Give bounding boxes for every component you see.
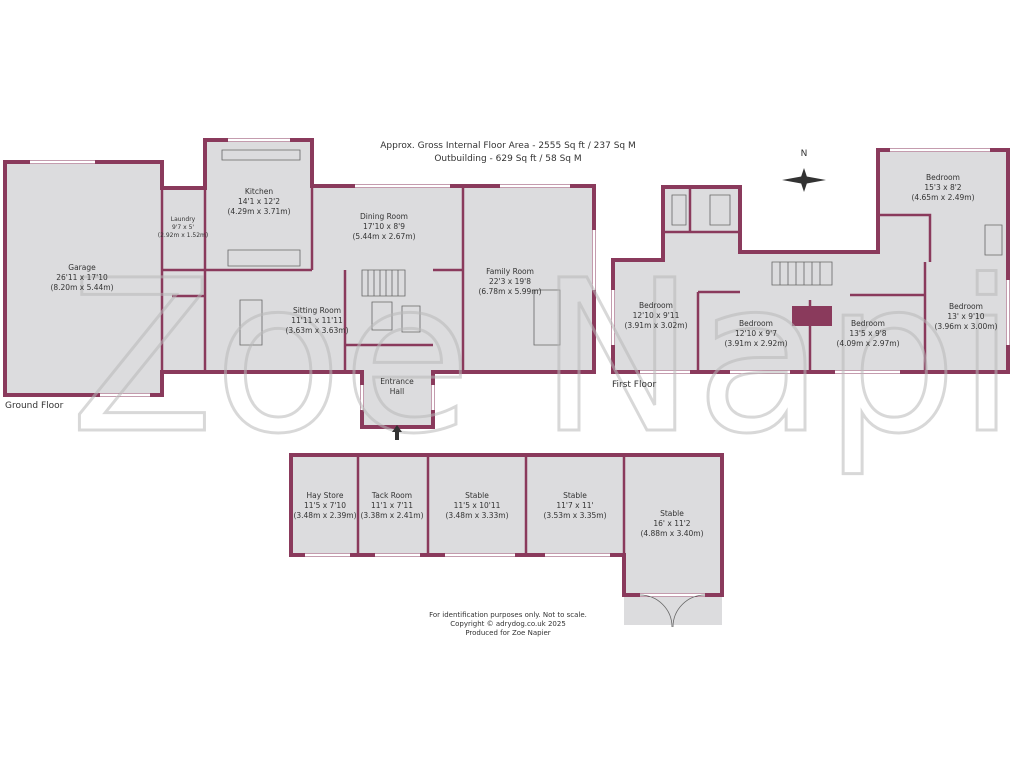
svg-text:Bedroom: Bedroom	[851, 319, 885, 328]
svg-text:(4.88m x 3.40m): (4.88m x 3.40m)	[640, 529, 703, 538]
svg-text:(4.65m x 2.49m): (4.65m x 2.49m)	[911, 193, 974, 202]
svg-text:15'3 x 8'2: 15'3 x 8'2	[924, 183, 961, 192]
svg-text:Family Room: Family Room	[486, 267, 534, 276]
room-family: Family Room 22'3 x 19'8 (6.78m x 5.99m)	[478, 267, 541, 296]
svg-text:9'7 x 5': 9'7 x 5'	[172, 224, 194, 231]
room-stable-1: Stable 11'5 x 10'11 (3.48m x 3.33m)	[445, 491, 508, 520]
svg-text:11'7 x 11': 11'7 x 11'	[556, 501, 593, 510]
room-bedroom-5: Bedroom 13' x 9'10 (3.96m x 3.00m)	[934, 302, 997, 331]
area-total-label: Approx. Gross Internal Floor Area - 2555…	[380, 141, 636, 151]
room-kitchen: Kitchen 14'1 x 12'2 (4.29m x 3.71m)	[227, 187, 290, 216]
area-outbuilding-label: Outbuilding - 629 Sq ft / 58 Sq M	[434, 154, 581, 164]
room-stable-3: Stable 16' x 11'2 (4.88m x 3.40m)	[640, 509, 703, 538]
svg-text:11'5 x 10'11: 11'5 x 10'11	[454, 501, 501, 510]
svg-text:Hay Store: Hay Store	[307, 491, 344, 500]
copyright-text: Copyright © adrydog.co.uk 2025	[450, 620, 566, 628]
svg-text:(5.44m x 2.67m): (5.44m x 2.67m)	[352, 232, 415, 241]
svg-text:Bedroom: Bedroom	[639, 301, 673, 310]
svg-text:11'5 x 7'10: 11'5 x 7'10	[304, 501, 346, 510]
svg-text:(3.91m x 2.92m): (3.91m x 2.92m)	[724, 339, 787, 348]
room-stable-2: Stable 11'7 x 11' (3.53m x 3.35m)	[543, 491, 606, 520]
svg-text:Sitting Room: Sitting Room	[293, 306, 341, 315]
svg-text:(3.63m x 3.63m): (3.63m x 3.63m)	[285, 326, 348, 335]
svg-text:Entrance: Entrance	[380, 377, 414, 386]
svg-text:Hall: Hall	[390, 387, 404, 396]
svg-text:(3.48m x 2.39m): (3.48m x 2.39m)	[293, 511, 356, 520]
svg-text:Tack Room: Tack Room	[371, 491, 412, 500]
svg-text:22'3 x 19'8: 22'3 x 19'8	[489, 277, 531, 286]
svg-text:Garage: Garage	[68, 263, 96, 272]
svg-text:26'11 x 17'10: 26'11 x 17'10	[56, 273, 108, 282]
produced-for-text: Produced for Zoe Napier	[465, 629, 550, 637]
first-floor-label: First Floor	[612, 380, 656, 390]
room-tack-room: Tack Room 11'1 x 7'11 (3.38m x 2.41m)	[360, 491, 423, 520]
svg-text:(3.91m x 3.02m): (3.91m x 3.02m)	[624, 321, 687, 330]
svg-text:(3.38m x 2.41m): (3.38m x 2.41m)	[360, 511, 423, 520]
svg-text:(6.78m x 5.99m): (6.78m x 5.99m)	[478, 287, 541, 296]
svg-text:(3.96m x 3.00m): (3.96m x 3.00m)	[934, 322, 997, 331]
room-bedroom-4: Bedroom 13'5 x 9'8 (4.09m x 2.97m)	[836, 319, 899, 348]
room-bedroom-1: Bedroom 15'3 x 8'2 (4.65m x 2.49m)	[911, 173, 974, 202]
svg-text:12'10 x 9'7: 12'10 x 9'7	[735, 329, 777, 338]
svg-text:13'5 x 9'8: 13'5 x 9'8	[849, 329, 886, 338]
svg-text:(4.29m x 3.71m): (4.29m x 3.71m)	[227, 207, 290, 216]
svg-text:Bedroom: Bedroom	[739, 319, 773, 328]
svg-text:Dining Room: Dining Room	[360, 212, 408, 221]
first-floor-plan	[611, 148, 1010, 374]
svg-text:(8.20m x 5.44m): (8.20m x 5.44m)	[50, 283, 113, 292]
svg-text:16' x 11'2: 16' x 11'2	[653, 519, 690, 528]
svg-text:(3.53m x 3.35m): (3.53m x 3.35m)	[543, 511, 606, 520]
room-sitting: Sitting Room 11'11 x 11'11 (3.63m x 3.63…	[285, 306, 348, 335]
ground-floor-plan	[3, 138, 596, 429]
watermark: Zoe Napier	[70, 235, 1024, 480]
svg-text:(4.09m x 2.97m): (4.09m x 2.97m)	[836, 339, 899, 348]
svg-text:Stable: Stable	[465, 491, 489, 500]
svg-text:11'11 x 11'11: 11'11 x 11'11	[291, 316, 343, 325]
room-bedroom-2: Bedroom 12'10 x 9'11 (3.91m x 3.02m)	[624, 301, 687, 330]
disclaimer-text: For identification purposes only. Not to…	[429, 611, 587, 619]
compass-icon: N	[782, 149, 826, 192]
svg-text:Bedroom: Bedroom	[949, 302, 983, 311]
room-bedroom-3: Bedroom 12'10 x 9'7 (3.91m x 2.92m)	[724, 319, 787, 348]
svg-text:14'1 x 12'2: 14'1 x 12'2	[238, 197, 280, 206]
svg-text:11'1 x 7'11: 11'1 x 7'11	[371, 501, 413, 510]
room-garage: Garage 26'11 x 17'10 (8.20m x 5.44m)	[50, 263, 113, 292]
svg-text:(3.48m x 3.33m): (3.48m x 3.33m)	[445, 511, 508, 520]
ground-floor-label: Ground Floor	[5, 401, 64, 411]
room-laundry: Laundry 9'7 x 5' (2.92m x 1.52m)	[158, 216, 208, 239]
entrance-arrow-icon	[392, 425, 402, 440]
room-dining: Dining Room 17'10 x 8'9 (5.44m x 2.67m)	[352, 212, 415, 241]
room-entrance-hall: Entrance Hall	[380, 377, 414, 396]
room-hay-store: Hay Store 11'5 x 7'10 (3.48m x 2.39m)	[293, 491, 356, 520]
svg-text:(2.92m x 1.52m): (2.92m x 1.52m)	[158, 232, 208, 239]
svg-text:12'10 x 9'11: 12'10 x 9'11	[633, 311, 680, 320]
outbuilding-plan	[289, 453, 724, 628]
svg-text:13' x 9'10: 13' x 9'10	[947, 312, 984, 321]
svg-text:Stable: Stable	[563, 491, 587, 500]
svg-text:Stable: Stable	[660, 509, 684, 518]
svg-text:Kitchen: Kitchen	[245, 187, 273, 196]
compass-label: N	[801, 149, 808, 159]
svg-text:Bedroom: Bedroom	[926, 173, 960, 182]
svg-text:Laundry: Laundry	[171, 216, 196, 223]
svg-text:17'10 x 8'9: 17'10 x 8'9	[363, 222, 405, 231]
